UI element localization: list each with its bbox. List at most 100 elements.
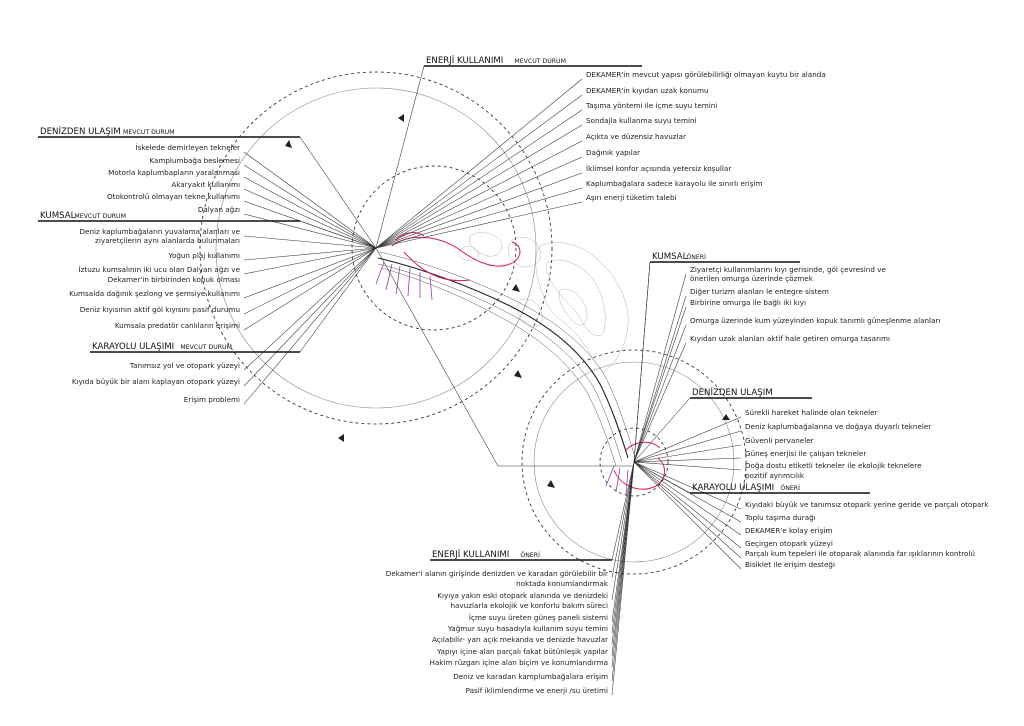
sea-access-arrows — [375, 261, 629, 495]
header-title: ENERJİ KULLANIMI — [426, 55, 503, 66]
item-label: Dağınık yapılar — [586, 148, 640, 157]
item-label: Pasif iklimlendirme ve enerji /su üretim… — [466, 686, 608, 695]
header-title: KARAYOLU ULAŞIMI — [692, 483, 774, 493]
arrow-head-3 — [338, 434, 344, 442]
item-label: Deniz ve karadan kamplumbağalara erişim — [453, 672, 608, 681]
item-label: Taşıma yöntemi ile içme suyu temini — [585, 101, 717, 110]
item-label: Deniz kaplumbağaların yuvalama alanları … — [80, 227, 241, 236]
item-label: Deniz kaplumbağalarına ve doğaya duyarlı… — [745, 422, 931, 431]
header-title: DENİZDEN ULAŞIM — [692, 387, 773, 398]
item-label: Deniz kıyısının aktif göl kıyısını pasif… — [80, 305, 240, 314]
item-label: ziyaretçilerin aynı alanlarda bulunmalar… — [95, 236, 240, 245]
item-label: Açıkta ve düzensiz havuzlar — [586, 132, 686, 141]
item-label: İztuzu kumsalının iki ucu olan Dalyan ağ… — [79, 265, 241, 274]
header-title: KUMSAL — [40, 211, 76, 221]
item-label: Kıyıdaki büyük ve tanımsız otopark yerin… — [745, 500, 989, 509]
movement-paths — [391, 232, 665, 490]
item-label: önerilen omurga üzerinde çözmek — [690, 274, 814, 283]
item-label: noktada konumlandırmak — [516, 579, 609, 588]
item-group-denizden-oneri-items: Sürekli hareket halinde olan teknelerDen… — [745, 408, 931, 480]
arrow-head-4 — [514, 370, 522, 378]
item-label: Kumsalda dağınık şezlong ve şemsiye kull… — [69, 289, 240, 298]
item-label: Erişim problemi — [184, 395, 240, 404]
item-label: DEKAMER'in mevcut yapısı görülebilirliği… — [586, 70, 826, 79]
item-label: pozitif ayrımcılık — [745, 471, 805, 480]
item-label: Ziyaretçi kullanımlarını kıyı gerisinde,… — [690, 265, 886, 274]
circle-proposal-dashed — [521, 349, 747, 575]
header-denizden-oneri: DENİZDEN ULAŞIM — [690, 387, 812, 399]
header-title: KUMSAL — [652, 252, 688, 262]
item-label: Otokontrolü olmayan tekne kullanımı — [107, 192, 240, 201]
item-label: Aşırı enerji tüketim talebi — [586, 193, 677, 202]
item-label: Toplu taşıma durağı — [744, 513, 816, 522]
item-label: Diğer turizm alanları le entegre sistem — [690, 287, 829, 296]
item-label: İskelede demirleyen tekneler — [135, 143, 240, 152]
item-group-karayolu-oneri-items: Kıyıdaki büyük ve tanımsız otopark yerin… — [744, 500, 989, 569]
item-label: Omurga üzerinde kum yüzeyinden kopuk tan… — [690, 316, 940, 325]
circle-existing-outer — [215, 87, 537, 409]
arrow-head-2 — [285, 140, 292, 148]
item-label: Birbirine omurga ile bağlı iki kıyı — [690, 298, 806, 307]
coastline — [377, 251, 635, 467]
item-label: Sondajla kullanma suyu temini — [586, 116, 697, 125]
item-label: Kıyıda büyük bir alanı kaplayan otopark … — [72, 377, 240, 386]
circle-existing-dashed — [199, 71, 553, 425]
header-subtitle: ÖNERİ — [686, 252, 706, 261]
arrow-head-6 — [722, 414, 730, 420]
ray-lines — [243, 65, 742, 696]
header-title: ENERJİ KULLANIMI — [432, 549, 509, 560]
header-subtitle: ÖNERİ — [780, 483, 800, 492]
circle-existing-inner-dashed — [351, 165, 517, 331]
item-label: Kıyıya yakın eski otopark alanında ve de… — [437, 591, 608, 600]
header-title: DENİZDEN ULAŞIM — [40, 126, 121, 137]
item-label: İklimsel konfor açısında yetersiz koşull… — [586, 164, 731, 173]
header-title: KARAYOLU ULAŞIMI — [92, 342, 174, 352]
item-label: Yapıyı içine alan parçalı fakat bütünleş… — [436, 647, 608, 656]
circle-proposal-inner-dashed — [599, 427, 669, 497]
header-karayolu-oneri: KARAYOLU ULAŞIMI ÖNERİ — [690, 483, 870, 494]
item-label: Akaryakıt kullanımı — [171, 180, 240, 189]
arrow-head-5 — [547, 480, 555, 488]
item-label: havuzlarla ekolojik ve konforlu bakım sü… — [450, 601, 608, 610]
item-label: Yoğun plaj kullanımı — [168, 251, 240, 260]
item-group-kumsal-mevcut-items: Deniz kaplumbağaların yuvalama alanları … — [69, 227, 240, 330]
item-label: DEKAMER'e kolay erişim — [745, 526, 832, 535]
header-subtitle: MEVCUT DURUM — [514, 58, 566, 65]
item-group-denizden-mevcut-items: İskelede demirleyen teknelerKamplumbağa … — [107, 143, 240, 214]
header-karayolu-mevcut: KARAYOLU ULAŞIMI MEVCUT DURUM — [90, 342, 300, 353]
item-group-kumsal-oneri-items: Ziyaretçi kullanımlarını kıyı gerisinde,… — [690, 265, 940, 343]
item-label: Geçirgen otopark yüzeyi — [745, 539, 833, 548]
item-label: Parçalı kum tepeleri ile otoparak alanın… — [745, 549, 975, 558]
item-label: DEKAMER'in kıyıdan uzak konumu — [586, 86, 709, 95]
item-group-enerji-oneri-items: Dekamer'i alanın girişinde denizden ve k… — [386, 569, 609, 695]
header-subtitle: MEVCUT DURUM — [180, 344, 232, 351]
item-label: İçme suyu üreten güneş paneli sistemi — [469, 613, 608, 622]
header-subtitle: MEVCUT DURUM — [74, 213, 126, 220]
header-subtitle: MEVCUT DURUM — [123, 129, 175, 136]
item-label: Kaplumbağalara sadece karayolu ile sınır… — [586, 179, 763, 188]
item-label: Kıyıdan uzak alanları aktif hale getiren… — [690, 334, 890, 343]
item-label: Bisiklet ile erişim desteği — [745, 560, 835, 569]
item-label: Dekamer'i alanın girişinde denizden ve k… — [386, 569, 608, 578]
item-label: Tanımsız yol ve otopark yüzeyi — [129, 361, 240, 370]
item-label: Dekamer'in birbirinden kopuk olması — [108, 275, 240, 284]
item-group-enerji-mevcut-items: DEKAMER'in mevcut yapısı görülebilirliği… — [585, 70, 826, 202]
item-label: Hakim rüzgarı içine alan biçim ve konuml… — [429, 658, 608, 667]
header-subtitle: ÖNERİ — [520, 550, 540, 559]
header-enerji-mevcut: ENERJİ KULLANIMI MEVCUT DURUM — [424, 55, 642, 67]
circle-proposal-outer — [533, 361, 735, 563]
item-label: Sürekli hareket halinde olan tekneler — [745, 408, 878, 417]
item-label: Güneş enerjisi ile çalışan tekneler — [745, 449, 866, 458]
item-label: Dalyan ağzı — [198, 205, 240, 214]
item-label: Kumsala predatör canlıların erişimi — [115, 321, 240, 330]
item-label: Açılabilir- yarı açık mekanda ve denizde… — [432, 635, 608, 644]
arrow-head-1 — [398, 114, 404, 122]
item-label: Motorla kaplumbapların yaralanması — [108, 168, 240, 177]
